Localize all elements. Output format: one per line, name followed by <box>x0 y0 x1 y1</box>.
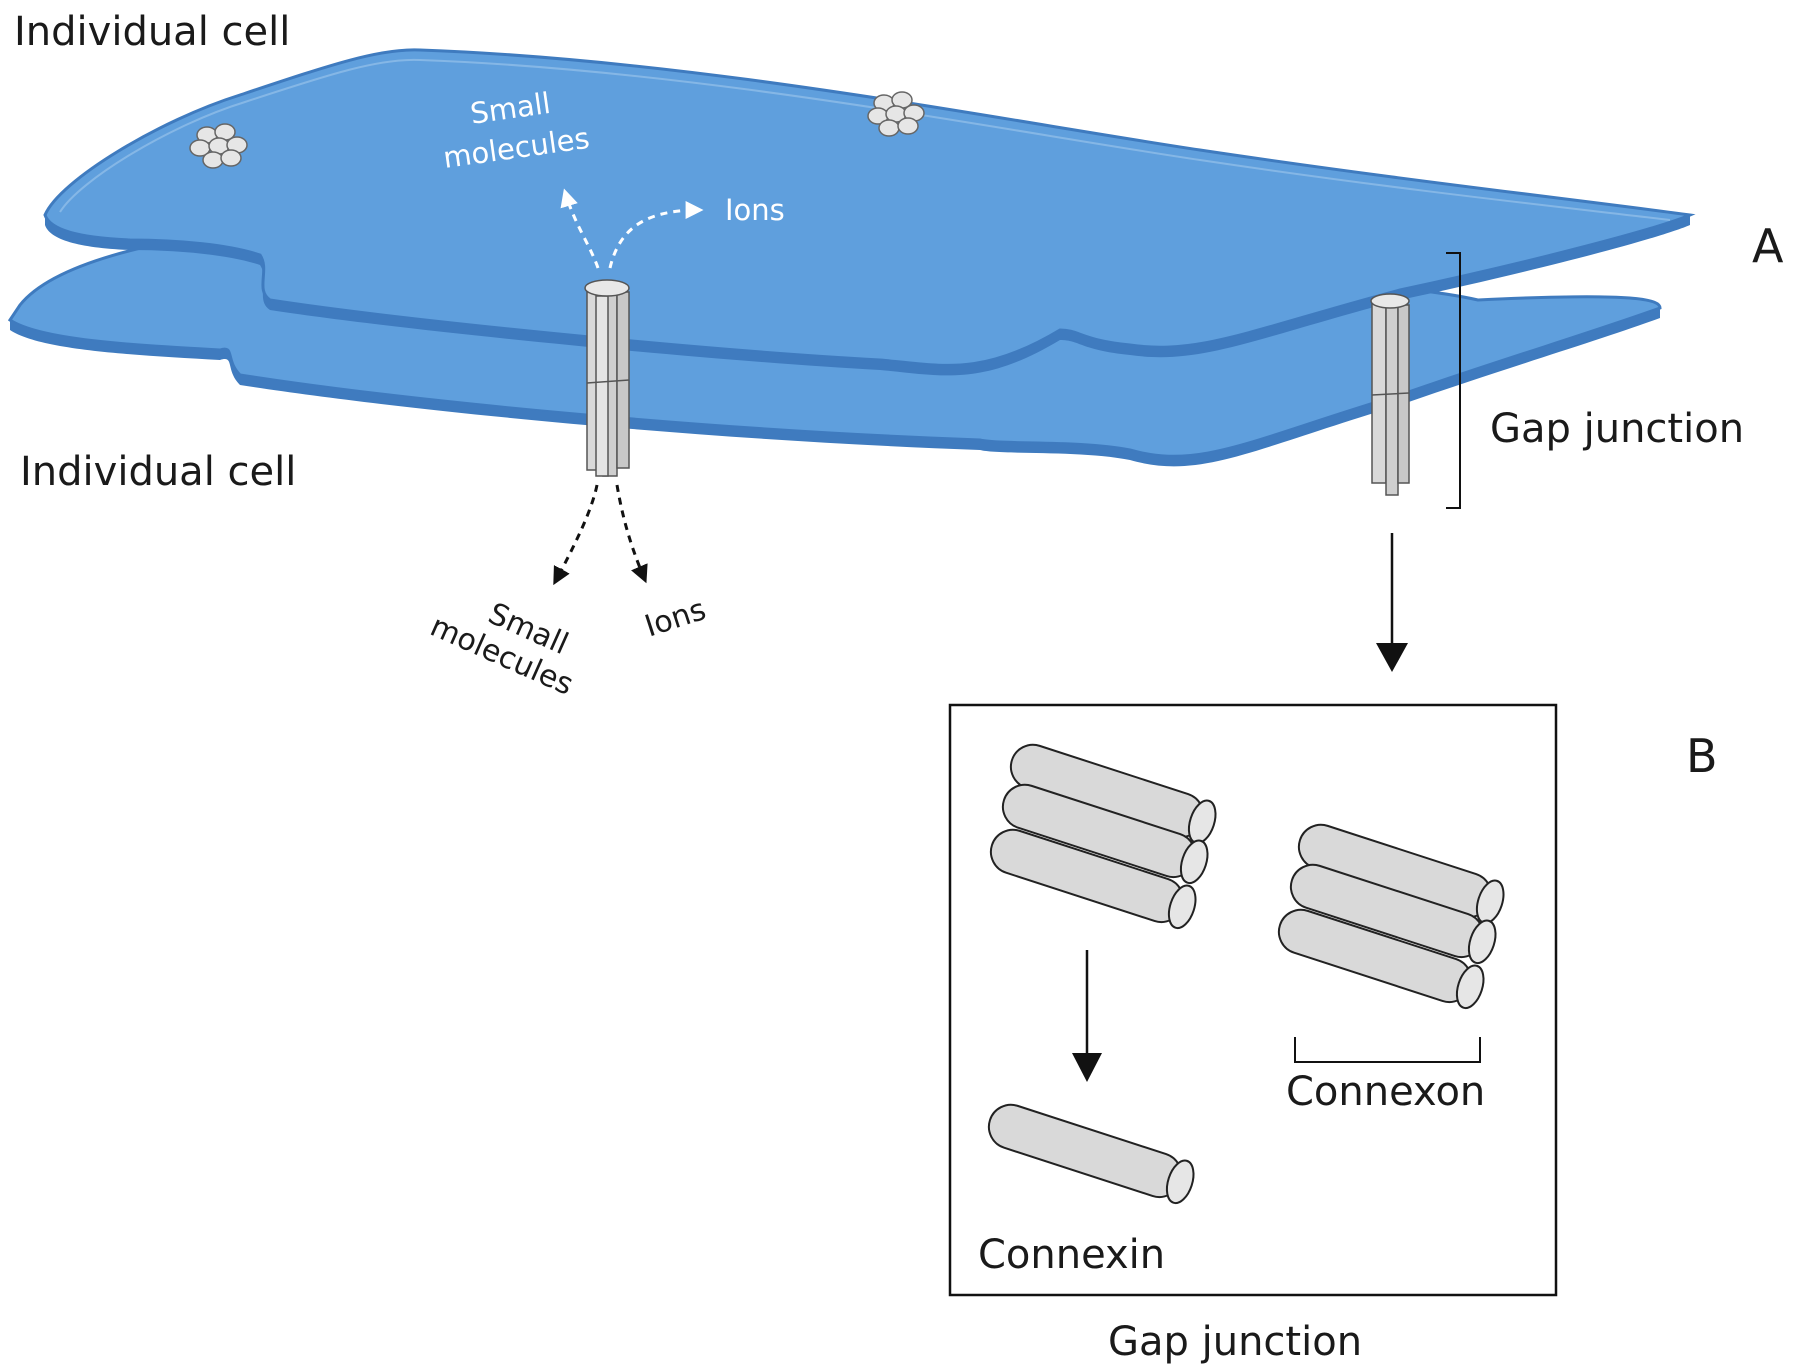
label-gap-junction-bracket: Gap junction <box>1490 406 1744 452</box>
downward-flow-arrows <box>553 484 648 586</box>
connexon-bundle-right <box>1277 823 1505 1010</box>
label-individual-cell-top: Individual cell <box>14 9 290 55</box>
connexon-cluster-left <box>189 123 248 169</box>
zoom-arrow <box>1376 533 1408 672</box>
panel-label-a: A <box>1752 219 1784 273</box>
top-cell-sheet <box>43 48 1696 376</box>
upward-flow-arrows <box>560 188 704 269</box>
gap-junction-channel-right <box>1370 293 1410 496</box>
label-connexin: Connexin <box>978 1232 1165 1278</box>
label-individual-cell-bottom: Individual cell <box>20 449 296 495</box>
connexon-bundle-left <box>989 743 1217 930</box>
label-gap-junction-caption: Gap junction <box>1108 1319 1362 1365</box>
label-ions-top: Ions <box>725 193 785 227</box>
gap-junction-channel-left <box>584 279 630 477</box>
label-ions-bottom: Ions <box>641 592 711 644</box>
panel-label-b: B <box>1686 729 1718 783</box>
gap-junction-bracket <box>1446 252 1461 509</box>
connexin-arrow <box>1072 950 1102 1082</box>
label-connexon: Connexon <box>1286 1069 1485 1115</box>
connexon-cluster-right <box>867 91 925 137</box>
connexin-cylinder <box>987 1103 1195 1205</box>
connexon-bracket <box>1294 1037 1481 1063</box>
